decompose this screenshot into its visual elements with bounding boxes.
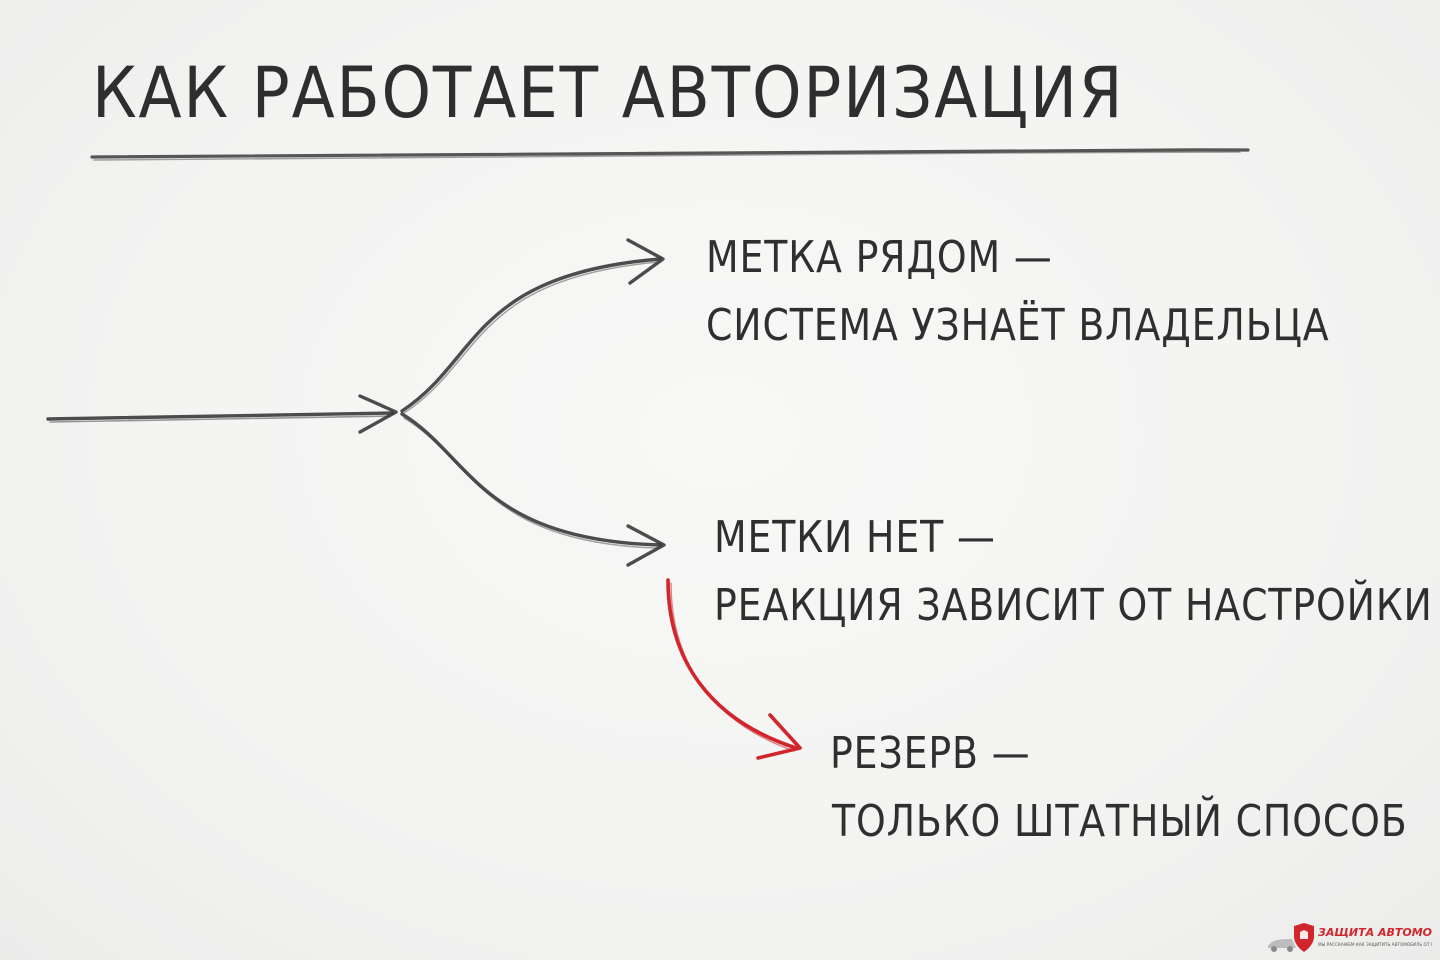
svg-text:ЗАЩИТА АВТОМОБИЛЯ: ЗАЩИТА АВТОМОБИЛЯ xyxy=(1318,926,1432,939)
shield-car-icon xyxy=(1268,923,1314,952)
page-title: КАК РАБОТАЕТ АВТОРИЗАЦИЯ xyxy=(92,52,1125,134)
svg-text:МЫ РАССКАЖЕМ КАК ЗАЩИТИТЬ АВТО: МЫ РАССКАЖЕМ КАК ЗАЩИТИТЬ АВТОМОБИЛЬ ОТ … xyxy=(1318,942,1432,947)
reserve-heading: РЕЗЕРВ — xyxy=(830,728,1031,779)
branch-arrow-lower xyxy=(400,412,666,567)
tag-present-heading: МЕТКА РЯДОМ — xyxy=(706,232,1053,283)
incoming-arrow xyxy=(46,394,398,434)
tag-present-description: СИСТЕМА УЗНАЁТ ВЛАДЕЛЬЦА xyxy=(706,300,1330,351)
reserve-arrow xyxy=(666,578,802,760)
tag-absent-description: РЕАКЦИЯ ЗАВИСИТ ОТ НАСТРОЙКИ xyxy=(714,580,1433,631)
reserve-description: ТОЛЬКО ШТАТНЫЙ СПОСОБ xyxy=(832,796,1408,847)
title-underline xyxy=(90,148,1250,161)
branch-arrow-upper xyxy=(400,238,665,414)
tag-absent-heading: МЕТКИ НЕТ — xyxy=(714,512,996,563)
brand-logo: ЗАЩИТА АВТОМОБИЛЯ МЫ РАССКАЖЕМ КАК ЗАЩИТ… xyxy=(1268,923,1432,952)
